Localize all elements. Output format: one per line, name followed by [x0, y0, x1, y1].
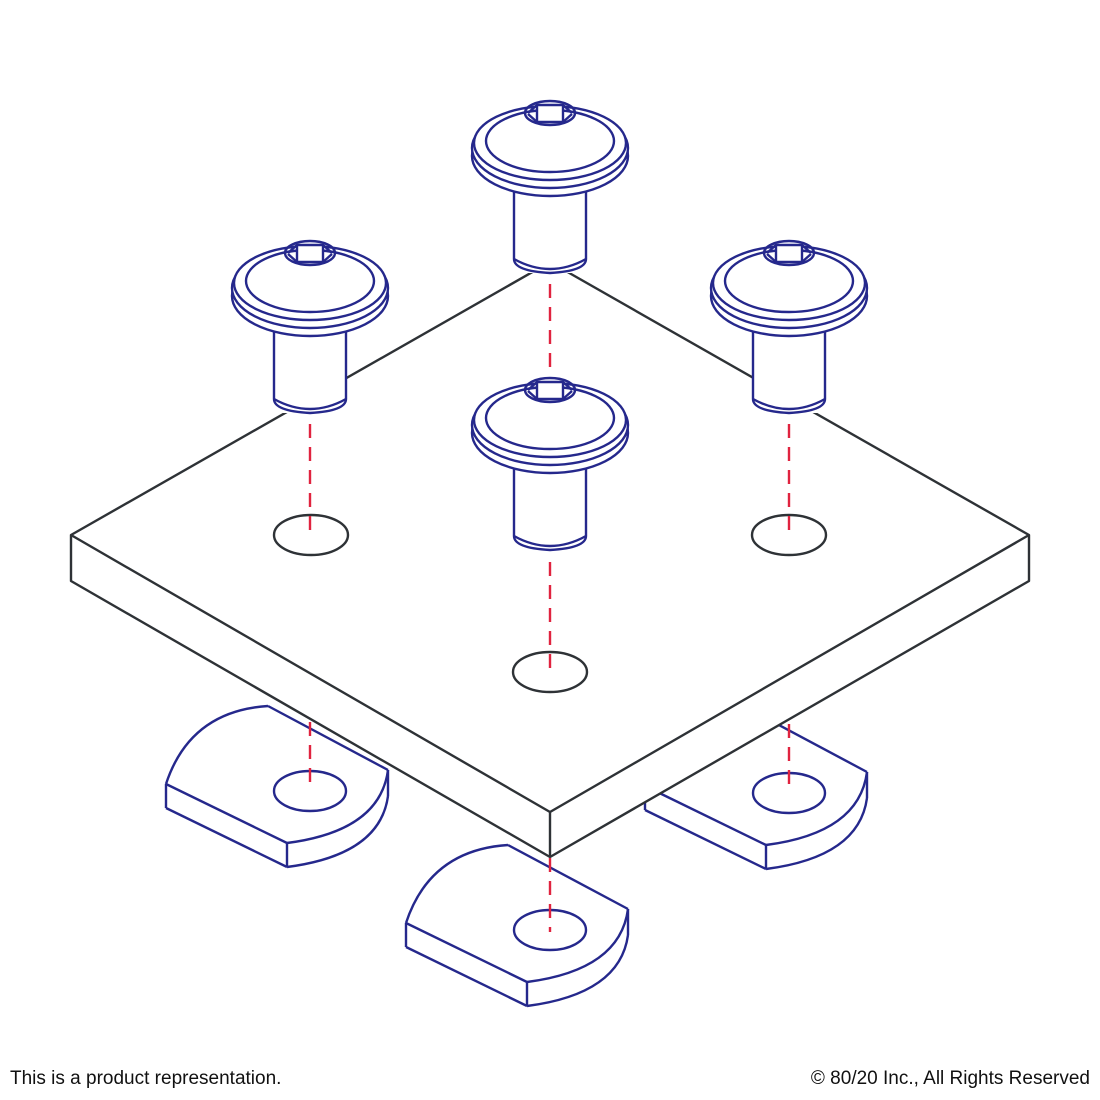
product-representation-note: This is a product representation. [10, 1068, 282, 1089]
guide-lines [308, 284, 791, 932]
plate-hole-right [750, 513, 828, 557]
copyright-notice: © 80/20 Inc., All Rights Reserved [810, 1068, 1090, 1089]
button-head-bolt-back [470, 99, 630, 275]
plate-hole-front [511, 650, 589, 694]
t-nut-front [404, 843, 630, 1008]
plate-hole-left [272, 513, 350, 557]
guide-lines-lower [308, 722, 791, 792]
